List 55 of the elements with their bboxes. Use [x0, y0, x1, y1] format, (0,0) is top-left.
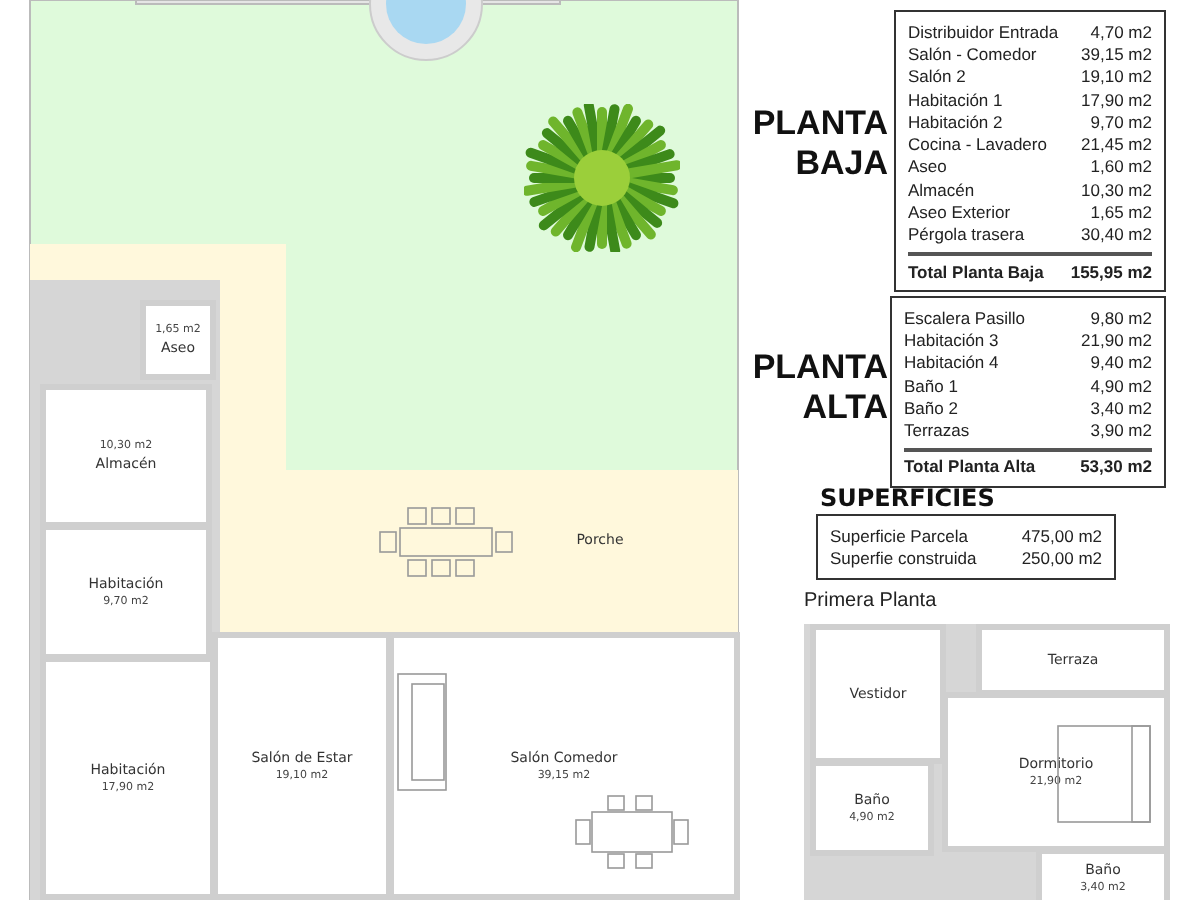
- table-cell: 4,70 m2: [1090, 21, 1152, 42]
- table-cell: Salón - Comedor: [908, 43, 1037, 64]
- table-cell: 9,40 m2: [1090, 352, 1152, 373]
- table-cell: 30,40 m2: [1081, 224, 1152, 245]
- table-cell: 3,40 m2: [1090, 397, 1152, 418]
- table-cell: Habitación 1: [908, 89, 1003, 110]
- room-outline: [40, 384, 212, 528]
- table-cell: 1,65 m2: [1090, 202, 1152, 223]
- table-cell: Superfie construida: [830, 548, 977, 569]
- table-cell: Aseo: [908, 156, 947, 177]
- table-cell: 155,95 m2: [1070, 261, 1152, 282]
- floor-heading: PLANTA ALTA: [750, 348, 888, 428]
- room-outline: [810, 624, 946, 764]
- table-cell: 21,45 m2: [1081, 134, 1152, 155]
- table-cell: Habitación 3: [904, 329, 999, 350]
- room-outline: [40, 656, 216, 900]
- room-outline: [1036, 848, 1170, 900]
- table-cell: 9,80 m2: [1090, 307, 1152, 328]
- table-cell: Baño 2: [904, 397, 958, 418]
- table-cell: Habitación 2: [908, 111, 1003, 132]
- room-outline: [810, 760, 934, 856]
- table-cell: Escalera Pasillo: [904, 307, 1025, 328]
- table-cell: 39,15 m2: [1081, 43, 1152, 64]
- section-heading: SUPERFICIES: [820, 484, 995, 512]
- room-outline: [388, 632, 740, 900]
- table-cell: Total Planta Baja: [908, 261, 1044, 282]
- table-cell: 250,00 m2: [1021, 548, 1102, 569]
- table-cell: Total Planta Alta: [904, 456, 1036, 477]
- table-cell: 9,70 m2: [1090, 111, 1152, 132]
- table-cell: 21,90 m2: [1081, 329, 1152, 350]
- table-cell: Almacén: [908, 179, 975, 200]
- table-cell: 17,90 m2: [1081, 89, 1152, 110]
- table-cell: 53,30 m2: [1080, 456, 1152, 477]
- table-cell: 475,00 m2: [1021, 525, 1102, 546]
- floor-caption: Primera Planta: [804, 590, 937, 612]
- table-cell: Baño 1: [904, 375, 958, 396]
- room-outline: [140, 300, 216, 380]
- table-cell: Pérgola trasera: [908, 224, 1025, 245]
- room-outline: [942, 692, 1170, 852]
- table-cell: Distribuidor Entrada: [908, 21, 1059, 42]
- table-cell: Cocina - Lavadero: [908, 134, 1047, 155]
- floor-heading: PLANTA BAJA: [750, 104, 888, 184]
- table-cell: 10,30 m2: [1081, 179, 1152, 200]
- table-cell: 19,10 m2: [1081, 66, 1152, 87]
- table-cell: Superficie Parcela: [830, 525, 968, 546]
- table-cell: Aseo Exterior: [908, 202, 1011, 223]
- table-cell: Terrazas: [904, 420, 970, 441]
- table-cell: Habitación 4: [904, 352, 999, 373]
- room-outline: [976, 624, 1170, 696]
- table-cell: 3,90 m2: [1090, 420, 1152, 441]
- table-cell: 1,60 m2: [1090, 156, 1152, 177]
- room-outline: [40, 524, 212, 660]
- room-outline: [212, 632, 392, 900]
- table-cell: Salón 2: [908, 66, 966, 87]
- table-cell: 4,90 m2: [1090, 375, 1152, 396]
